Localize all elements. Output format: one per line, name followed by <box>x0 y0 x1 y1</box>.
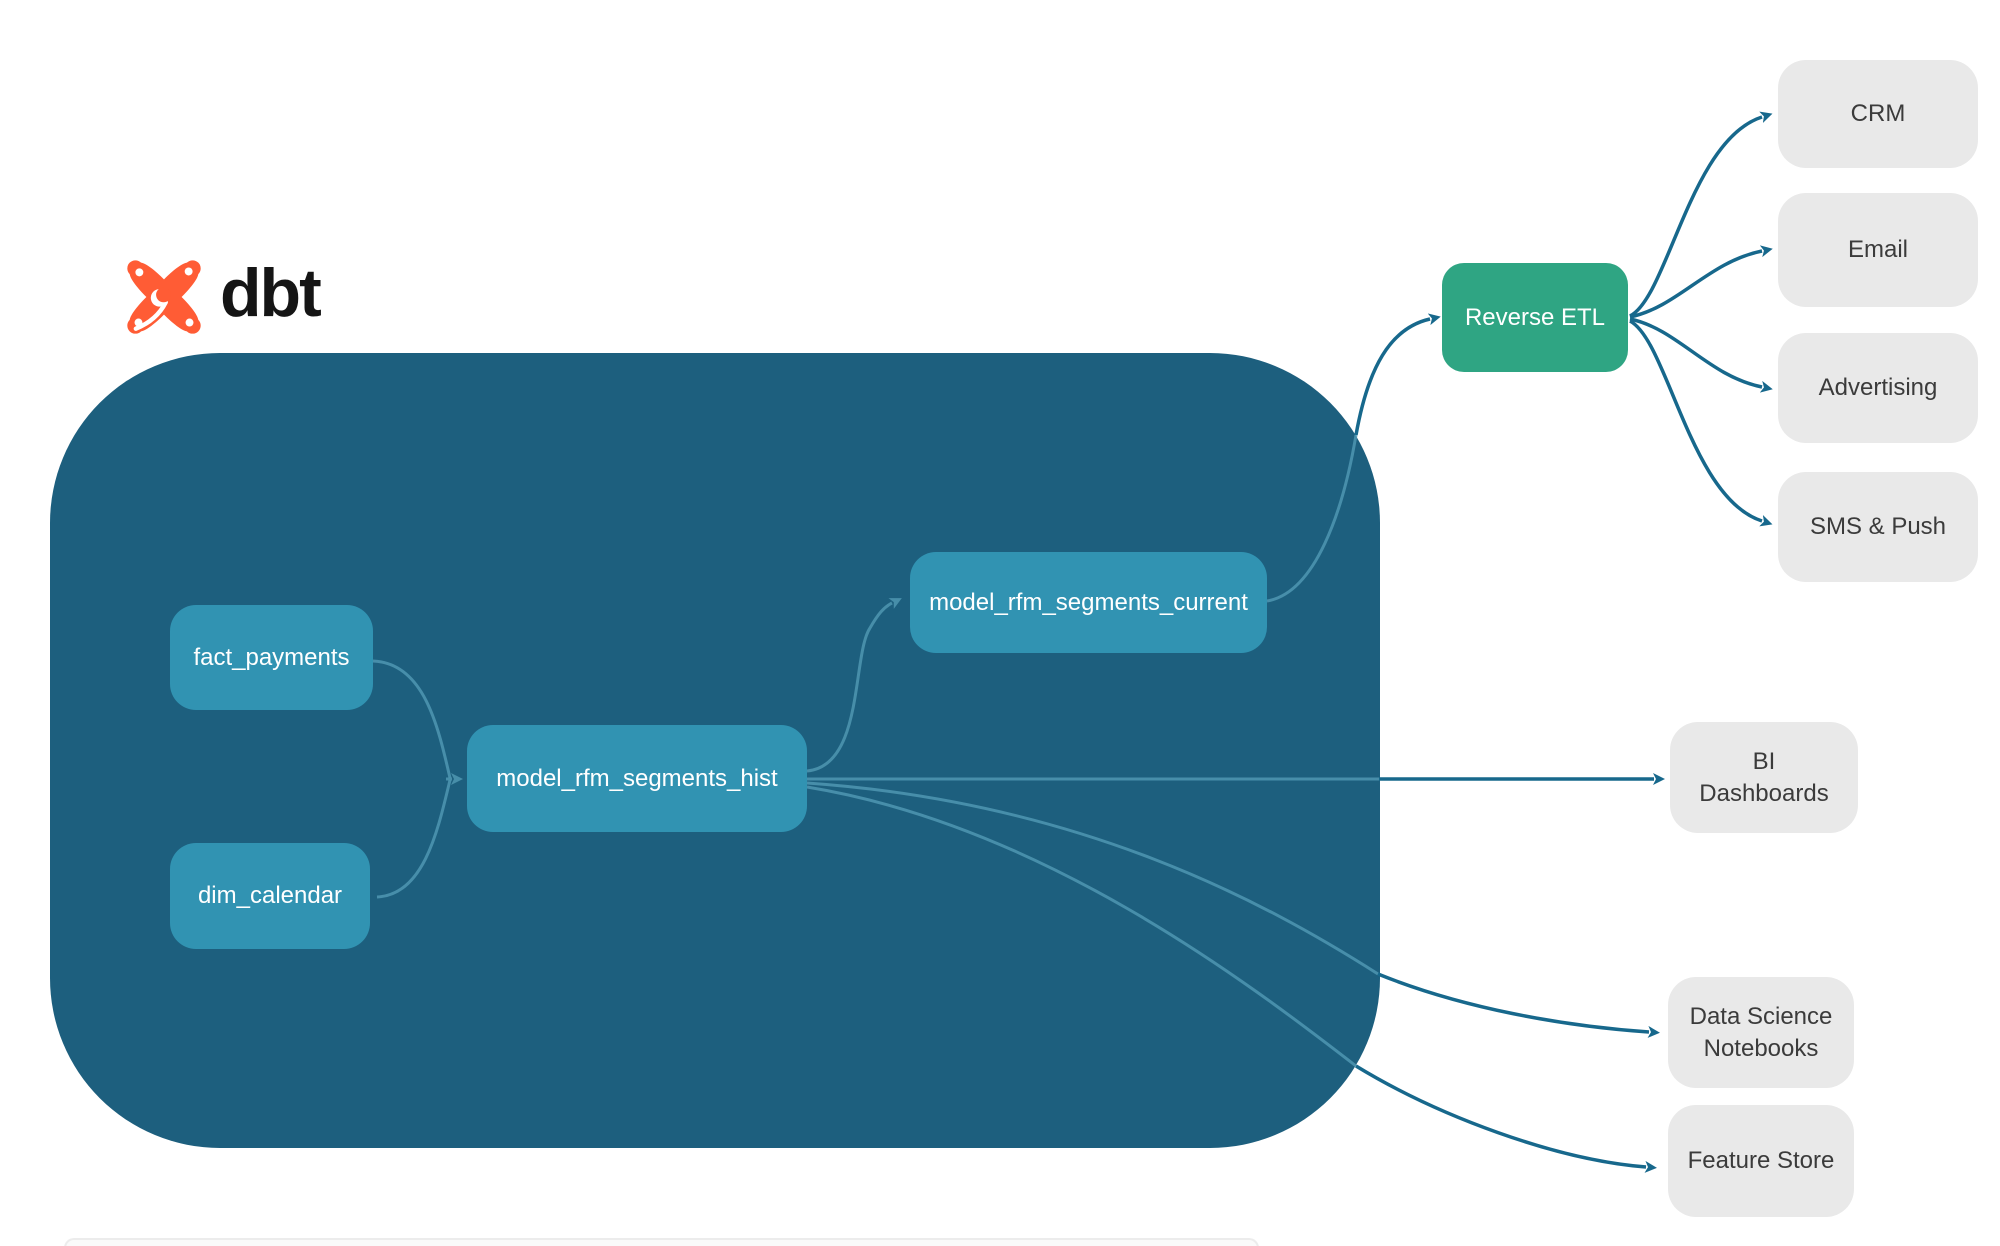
node-label: fact_payments <box>193 643 350 671</box>
bottom-peek-shape <box>64 1238 1259 1246</box>
dbt-logo-icon <box>127 260 201 334</box>
node-label: SMS & Push <box>1809 513 1947 541</box>
edge-current-to-reverse-etl-outer <box>1354 313 1441 436</box>
node-label: Email <box>1847 236 1908 264</box>
dbt-logo-text: dbt <box>220 255 322 331</box>
node-model-rfm-segments-hist: model_rfm_segments_hist <box>467 725 807 832</box>
node-reverse-etl: Reverse ETL <box>1442 263 1628 372</box>
node-label: Advertising <box>1818 374 1938 402</box>
node-sms-push: SMS & Push <box>1778 472 1978 582</box>
dbt-logo: dbt <box>120 253 322 341</box>
edge-reverse-etl-to-sms-push <box>1629 319 1773 527</box>
node-label: Data Science Notebooks <box>1689 1003 1833 1062</box>
node-label: BI Dashboards <box>1699 748 1829 807</box>
node-data-science-notebooks: Data Science Notebooks <box>1668 977 1854 1088</box>
edge-reverse-etl-to-crm <box>1629 111 1773 318</box>
node-label: model_rfm_segments_current <box>929 588 1248 616</box>
node-label: Reverse ETL <box>1464 303 1606 331</box>
edge-reverse-etl-to-advertising <box>1629 317 1773 393</box>
node-email: Email <box>1778 193 1978 307</box>
node-fact-payments: fact_payments <box>170 605 373 710</box>
edge-reverse-etl-to-email <box>1629 245 1773 319</box>
edge-hist-to-notebooks-outer <box>1377 972 1660 1038</box>
node-feature-store: Feature Store <box>1668 1105 1854 1217</box>
node-model-rfm-segments-current: model_rfm_segments_current <box>910 552 1267 653</box>
node-label: CRM <box>1850 100 1906 128</box>
node-dim-calendar: dim_calendar <box>170 843 370 949</box>
node-label: Feature Store <box>1687 1147 1835 1175</box>
node-label: dim_calendar <box>197 882 343 910</box>
edge-hist-to-feature-store-outer <box>1355 1064 1657 1173</box>
node-advertising: Advertising <box>1778 333 1978 443</box>
node-label: model_rfm_segments_hist <box>496 764 778 792</box>
node-crm: CRM <box>1778 60 1978 168</box>
node-bi-dashboards: BI Dashboards <box>1670 722 1858 833</box>
